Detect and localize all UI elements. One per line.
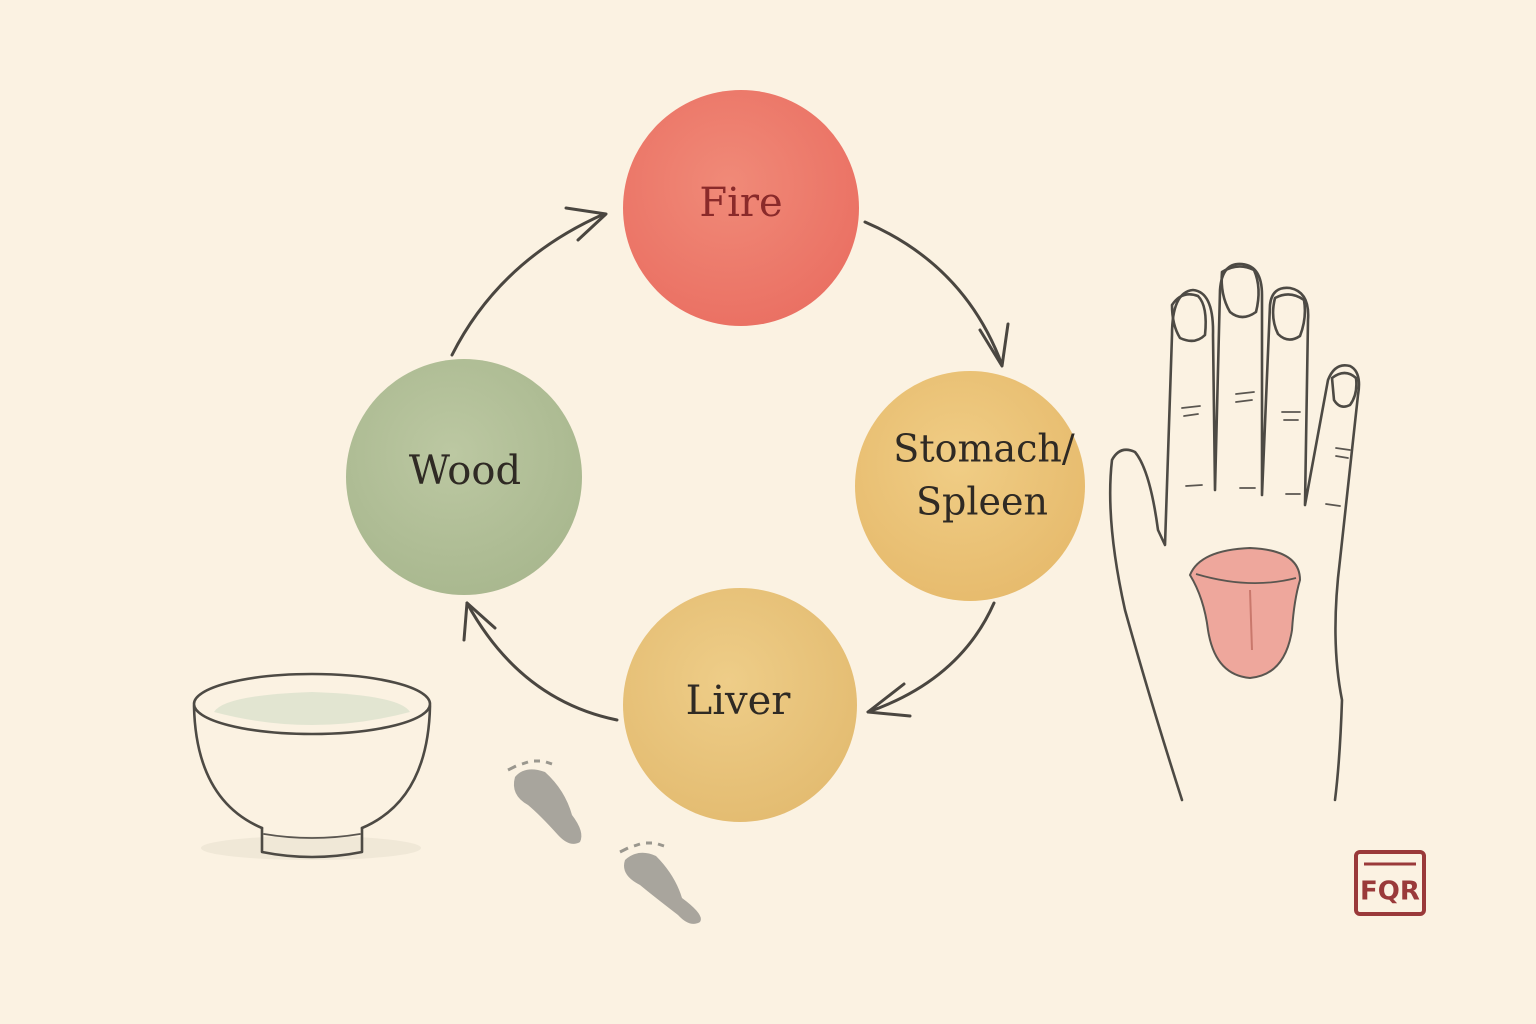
knuckle-lines (1181, 391, 1351, 507)
seal-text: FQR (1360, 877, 1420, 907)
arrow-liver-to-wood (462, 601, 619, 722)
node-liver-label: Liver (686, 678, 792, 724)
node-wood: Wood (346, 359, 582, 595)
arrow-wood-to-fire (450, 206, 608, 357)
node-wood-label: Wood (409, 448, 521, 494)
node-fire: Fire (623, 90, 859, 326)
arrow-fire-to-stomach (863, 220, 1010, 368)
node-fire-circle (623, 90, 859, 326)
node-liver-circle (623, 588, 857, 822)
node-liver: Liver (623, 588, 857, 822)
footprints-icon (507, 759, 701, 924)
node-stomach-circle (855, 371, 1085, 601)
bowl-icon (192, 672, 432, 860)
node-stomach-spleen: Stomach/ Spleen (855, 371, 1085, 601)
node-wood-circle (346, 359, 582, 595)
arrow-stomach-to-liver (866, 601, 996, 718)
tongue-icon (1188, 546, 1302, 680)
node-stomach-label-line1: Stomach/ (893, 427, 1075, 471)
node-fire-label: Fire (699, 180, 782, 226)
seal-stamp: FQR (1354, 850, 1426, 916)
node-stomach-label-line2: Spleen (916, 480, 1048, 524)
hand-icon (1108, 262, 1361, 802)
